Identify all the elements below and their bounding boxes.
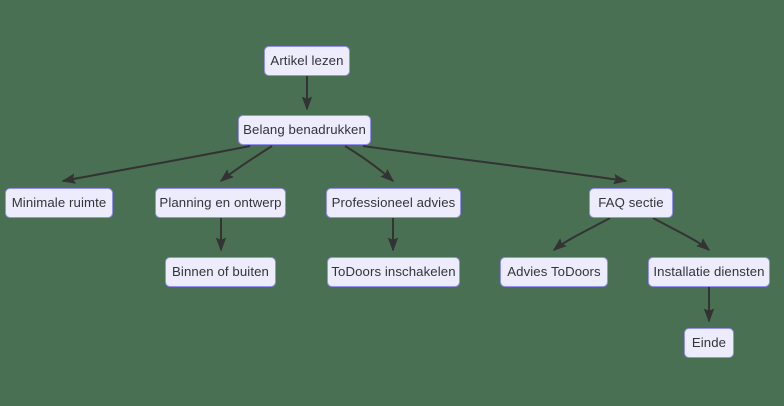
edge-faq-installatie <box>652 217 711 252</box>
node-minimale[interactable]: Minimale ruimte <box>5 188 113 218</box>
edge-belang-planning <box>219 145 273 183</box>
node-todoors[interactable]: ToDoors inschakelen <box>327 257 460 287</box>
node-einde[interactable]: Einde <box>684 328 734 358</box>
edge-belang-minimale <box>61 145 251 184</box>
node-professioneel[interactable]: Professioneel advies <box>326 188 461 218</box>
edge-belang-faq <box>362 145 628 185</box>
edge-faq-advies <box>552 217 611 252</box>
edge-belang-professioneel <box>344 145 395 183</box>
node-artikel[interactable]: Artikel lezen <box>264 46 350 76</box>
node-belang[interactable]: Belang benadrukken <box>238 115 371 145</box>
node-faq[interactable]: FAQ sectie <box>589 188 673 218</box>
node-advies[interactable]: Advies ToDoors <box>500 257 608 287</box>
node-binnen[interactable]: Binnen of buiten <box>165 257 276 287</box>
node-planning[interactable]: Planning en ontwerp <box>155 188 286 218</box>
node-installatie[interactable]: Installatie diensten <box>648 257 770 287</box>
